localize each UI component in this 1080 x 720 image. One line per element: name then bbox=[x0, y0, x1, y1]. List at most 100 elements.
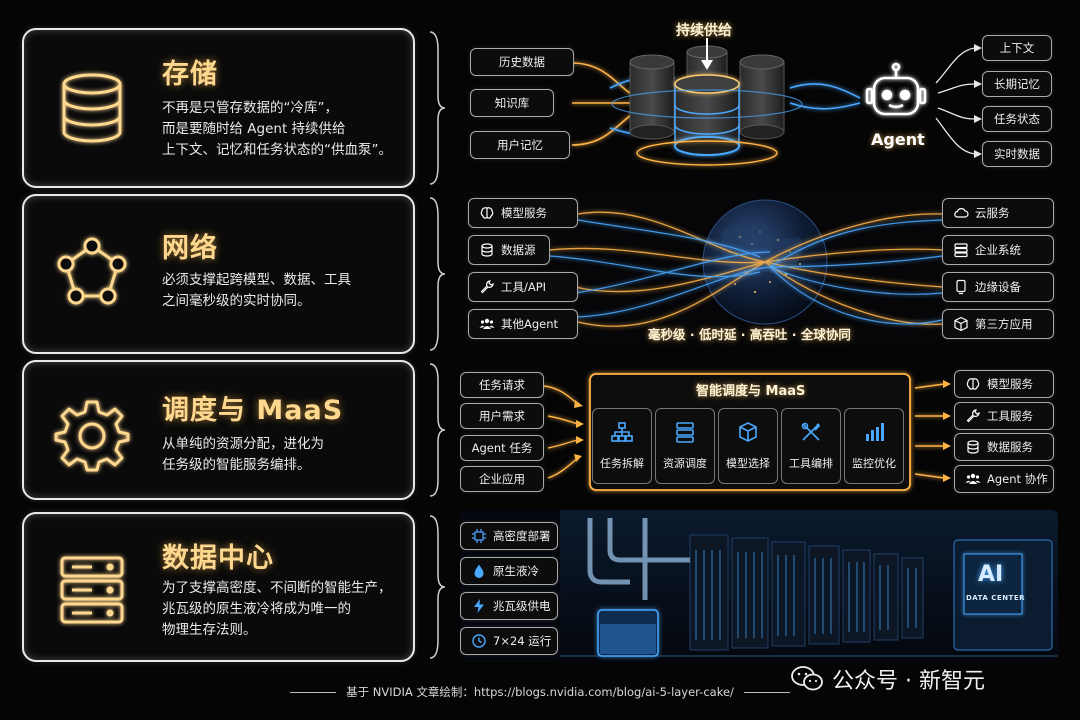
device-icon bbox=[956, 279, 966, 295]
desc-line: 从单纯的资源分配，进化为 bbox=[162, 436, 324, 452]
dc-sign-text: DATA CENTER bbox=[966, 594, 1025, 602]
footer-source: 基于 NVIDIA 文章绘制：https://blogs.nvidia.com/… bbox=[346, 685, 734, 699]
water-drop-icon bbox=[474, 564, 484, 578]
hierarchy-icon bbox=[611, 422, 633, 442]
pill-label: 工具/API bbox=[501, 280, 547, 294]
footer: 基于 NVIDIA 文章绘制：https://blogs.nvidia.com/… bbox=[0, 684, 1080, 700]
watermark-text: 公众号 · 新智元 bbox=[832, 669, 985, 694]
datacenter-panel: AI DATA CENTER 高密度部署 原生液冷 兆瓦级供电 7×24 运行 bbox=[460, 510, 1058, 662]
clock-icon bbox=[472, 634, 486, 648]
node-label: 模型选择 bbox=[726, 457, 770, 470]
network-right-enterprise: 企业系统 bbox=[942, 235, 1054, 265]
footer-divider bbox=[743, 692, 790, 693]
wrench-icon bbox=[966, 409, 980, 423]
footer-divider bbox=[290, 692, 337, 693]
node-label: 任务拆解 bbox=[600, 457, 644, 470]
database-icon bbox=[62, 73, 122, 143]
datacenter-graphic bbox=[560, 510, 1058, 662]
users-icon bbox=[965, 473, 981, 484]
brace bbox=[429, 363, 446, 497]
layer-title: 调度与 MaaS bbox=[162, 395, 344, 426]
desc-line: 任务级的智能服务编排。 bbox=[162, 457, 311, 473]
storage-panel: 历史数据 知识库 用户记忆 持续供给 Agent 上下文 长期记忆 任务状态 实… bbox=[460, 18, 1058, 188]
network-right-thirdparty: 第三方应用 bbox=[942, 309, 1054, 339]
sched-node-decompose: 任务拆解 bbox=[592, 408, 652, 484]
storage-output-context: 上下文 bbox=[982, 35, 1052, 61]
wechat-icon bbox=[791, 666, 823, 691]
pill-label: 工具服务 bbox=[987, 409, 1033, 423]
layer-title: 存储 bbox=[162, 59, 218, 90]
network-left-data: 数据源 bbox=[468, 235, 550, 265]
dc-feature-cooling: 原生液冷 bbox=[460, 557, 558, 585]
network-panel: 模型服务 数据源 工具/API 其他Agent 毫秒级 · 低时延 · 高吞吐 … bbox=[460, 192, 1058, 346]
tools-icon bbox=[801, 422, 821, 441]
database-icon bbox=[481, 243, 493, 257]
layer-desc: 从单纯的资源分配，进化为 任务级的智能服务编排。 bbox=[162, 434, 412, 476]
pill-label: Agent 协作 bbox=[987, 472, 1048, 486]
layer-card-network: 网络 必须支撑起跨模型、数据、工具 之间毫秒级的实时协同。 bbox=[22, 194, 415, 354]
pill-label: 企业系统 bbox=[975, 243, 1021, 257]
storage-output-longterm: 长期记忆 bbox=[982, 71, 1052, 97]
brace bbox=[429, 515, 446, 659]
database-icon bbox=[967, 440, 979, 454]
pill-label: 原生液冷 bbox=[493, 564, 539, 578]
brace bbox=[429, 197, 446, 351]
pill-label: 第三方应用 bbox=[975, 317, 1033, 331]
sched-input-task: 任务请求 bbox=[460, 372, 544, 398]
server-icon bbox=[954, 243, 968, 258]
desc-line: 之间毫秒级的实时协同。 bbox=[162, 293, 311, 309]
supply-label: 持续供给 bbox=[676, 23, 732, 39]
pill-label: 数据服务 bbox=[987, 440, 1033, 454]
network-caption: 毫秒级 · 低时延 · 高吞吐 · 全球协同 bbox=[648, 327, 851, 342]
sched-node-model: 模型选择 bbox=[718, 408, 778, 484]
sched-node-tools: 工具编排 bbox=[781, 408, 841, 484]
dc-feature-uptime: 7×24 运行 bbox=[460, 627, 558, 655]
node-label: 资源调度 bbox=[663, 457, 707, 470]
chip-icon bbox=[472, 529, 486, 543]
pill-label: 模型服务 bbox=[987, 377, 1033, 391]
sched-input-user: 用户需求 bbox=[460, 403, 544, 429]
server-rack-icon bbox=[60, 556, 124, 624]
sched-input-agent: Agent 任务 bbox=[460, 435, 544, 461]
cube-icon bbox=[739, 422, 757, 442]
pill-label: 兆瓦级供电 bbox=[493, 599, 551, 613]
pill-label: 其他Agent bbox=[501, 317, 559, 331]
brain-icon bbox=[966, 378, 980, 390]
network-left-agents: 其他Agent bbox=[468, 309, 578, 339]
desc-line: 上下文、记忆和任务状态的“供血泵”。 bbox=[162, 142, 392, 158]
layer-card-storage: 存储 不再是只管存数据的“冷库”， 而是要随时给 Agent 持续供给 上下文、… bbox=[22, 28, 415, 188]
node-label: 工具编排 bbox=[789, 457, 833, 470]
storage-output-realtime: 实时数据 bbox=[982, 141, 1052, 167]
storage-input-history: 历史数据 bbox=[470, 48, 574, 76]
network-left-tools: 工具/API bbox=[468, 272, 578, 302]
sched-input-enterprise: 企业应用 bbox=[460, 466, 544, 492]
pill-label: 云服务 bbox=[975, 206, 1010, 220]
layer-title: 网络 bbox=[162, 233, 218, 264]
storage-input-knowledge: 知识库 bbox=[470, 89, 554, 117]
network-right-cloud: 云服务 bbox=[942, 198, 1054, 228]
sched-node-resource: 资源调度 bbox=[655, 408, 715, 484]
server-stack-icon bbox=[676, 422, 694, 443]
sched-output-tool: 工具服务 bbox=[954, 402, 1054, 430]
gear-icon bbox=[54, 400, 130, 472]
desc-line: 物理生存法则。 bbox=[162, 622, 257, 638]
pill-label: 模型服务 bbox=[501, 206, 547, 220]
lightning-icon bbox=[474, 599, 484, 613]
cloud-icon bbox=[954, 208, 969, 218]
pill-label: 高密度部署 bbox=[493, 529, 551, 543]
desc-line: 为了支撑高密度、不间断的智能生产， bbox=[162, 580, 392, 596]
cube-icon bbox=[954, 316, 968, 332]
storage-output-taskstate: 任务状态 bbox=[982, 106, 1052, 132]
desc-line: 不再是只管存数据的“冷库”， bbox=[162, 100, 338, 116]
wrench-icon bbox=[480, 280, 494, 294]
layer-desc: 为了支撑高密度、不间断的智能生产， 兆瓦级的原生液冷将成为唯一的 物理生存法则。 bbox=[162, 578, 414, 641]
sched-node-monitor: 监控优化 bbox=[844, 408, 904, 484]
dc-feature-density: 高密度部署 bbox=[460, 522, 558, 550]
network-left-model: 模型服务 bbox=[468, 198, 578, 228]
pill-label: 数据源 bbox=[501, 243, 536, 257]
pill-label: 7×24 运行 bbox=[493, 634, 552, 648]
users-icon bbox=[479, 318, 495, 329]
network-nodes-icon bbox=[57, 237, 127, 305]
network-right-edge: 边缘设备 bbox=[942, 272, 1054, 302]
layer-card-datacenter: 数据中心 为了支撑高密度、不间断的智能生产， 兆瓦级的原生液冷将成为唯一的 物理… bbox=[22, 512, 415, 662]
